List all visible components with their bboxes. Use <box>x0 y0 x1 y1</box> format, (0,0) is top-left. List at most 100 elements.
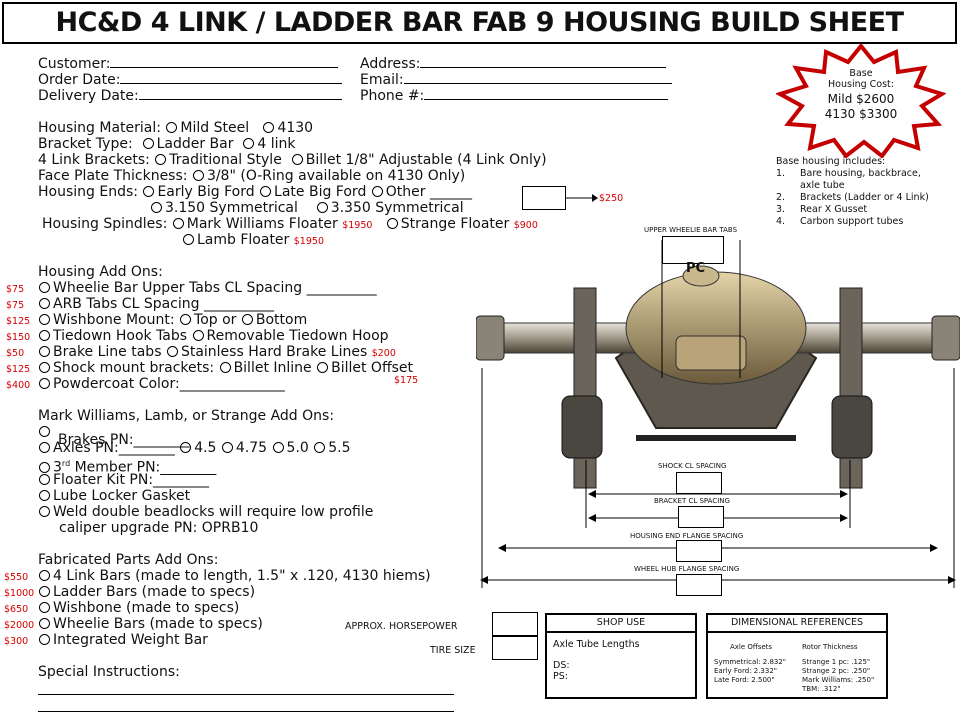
customer-field[interactable]: Customer: <box>38 56 339 72</box>
radio-axle-50[interactable] <box>272 442 284 453</box>
checkbox-wheelie-bars[interactable] <box>39 618 50 629</box>
address-field[interactable]: Address: <box>360 56 667 72</box>
hp-label: APPROX. HORSEPOWER <box>345 621 458 632</box>
radio-strange-floater[interactable] <box>386 218 398 229</box>
checkbox-shock-mounts[interactable] <box>39 362 50 373</box>
housing-photo <box>476 240 960 588</box>
bracket-label: BRACKET CL SPACING <box>654 497 730 505</box>
checkbox-removable-hoop[interactable] <box>192 330 204 341</box>
checkbox-brake-line-tabs[interactable] <box>39 346 50 357</box>
radio-lamb-floater[interactable] <box>183 234 194 245</box>
mw-lube-locker-row: Lube Locker Gasket <box>38 488 190 504</box>
shop-use-heading: SHOP USE <box>547 615 695 633</box>
ends-price: $250 <box>599 193 624 204</box>
axle-tube-label: Axle Tube Lengths <box>553 639 640 650</box>
four-link-brackets-row: 4 Link Brackets: Traditional Style Bille… <box>38 152 547 168</box>
list-item: 3.Rear X Gusset <box>776 204 868 215</box>
checkbox-lube-locker[interactable] <box>39 490 50 501</box>
housing-material-row: Housing Material: Mild Steel 4130 <box>38 120 314 136</box>
checkbox-wishbone[interactable] <box>39 602 50 613</box>
mw-floater-kit-row: Floater Kit PN:________ <box>38 472 209 488</box>
radio-4130[interactable] <box>263 122 275 133</box>
billet-offset-price: $175 <box>394 375 419 386</box>
checkbox-4link-bars[interactable] <box>39 570 50 581</box>
checkbox-brakes[interactable] <box>39 426 50 437</box>
phone-field[interactable]: Phone #: <box>360 88 669 104</box>
radio-3350-sym[interactable] <box>316 202 328 213</box>
ends-flange-input[interactable] <box>676 540 722 562</box>
tire-label: TIRE SIZE <box>430 645 476 656</box>
radio-traditional[interactable] <box>155 154 167 165</box>
special-instructions-label: Special Instructions: <box>38 664 180 680</box>
checkbox-axles[interactable] <box>39 442 50 453</box>
radio-billet-offset[interactable] <box>317 362 329 373</box>
list-item: 4.Carbon support tubes <box>776 216 904 227</box>
tire-input[interactable] <box>492 636 538 660</box>
special-line-1[interactable] <box>38 694 454 695</box>
checkbox-weight-bar[interactable] <box>39 634 50 645</box>
radio-wishbone-bottom[interactable] <box>241 314 253 325</box>
order-date-field[interactable]: Order Date: <box>38 72 343 88</box>
list-item: axle tube <box>800 180 845 191</box>
radio-axle-45[interactable] <box>180 442 192 453</box>
mw-brakes-row: Brakes PN:________ <box>38 424 190 456</box>
page-title: HC&D 4 LINK / LADDER BAR FAB 9 HOUSING B… <box>2 2 957 44</box>
radio-early-big-ford[interactable] <box>143 186 155 197</box>
other-ends-input[interactable] <box>522 186 566 210</box>
mw-weld-row-2: caliper upgrade PN: OPRB10 <box>59 520 259 536</box>
radio-billet-adjustable[interactable] <box>291 154 303 165</box>
checkbox-powdercoat[interactable] <box>39 378 50 389</box>
hp-input[interactable] <box>492 612 538 636</box>
radio-wishbone-top[interactable] <box>180 314 192 325</box>
checkbox-wishbone-mount[interactable] <box>39 314 50 325</box>
lamb-row: Lamb Floater $1950 <box>182 232 324 250</box>
checkbox-arb-tabs[interactable] <box>39 298 50 309</box>
radio-ladder-bar[interactable] <box>142 138 154 149</box>
mw-weld-row: Weld double beadlocks will require low p… <box>38 504 373 520</box>
radio-axle-475[interactable] <box>221 442 233 453</box>
mw-third-member-row: 3rd Member PN:________ <box>38 456 216 476</box>
hub-flange-input[interactable] <box>676 574 722 596</box>
radio-faceplate[interactable] <box>192 170 204 181</box>
dims-heading: DIMENSIONAL REFERENCES <box>708 615 886 633</box>
base-cost-starburst <box>776 44 946 158</box>
list-item: 2.Brackets (Ladder or 4 Link) <box>776 192 929 203</box>
radio-late-big-ford[interactable] <box>260 186 272 197</box>
checkbox-weld-beadlocks[interactable] <box>39 506 50 517</box>
base-includes: Base housing includes: 1.Bare housing, b… <box>776 156 929 227</box>
spindles-row: Housing Spindles: Mark Williams Floater … <box>42 216 538 232</box>
checkbox-tiedown-tabs[interactable] <box>39 330 50 341</box>
special-line-2[interactable] <box>38 711 454 712</box>
dims-panel: DIMENSIONAL REFERENCES Axle Offsets Symm… <box>706 613 888 699</box>
radio-other[interactable] <box>371 186 383 197</box>
mw-heading: Mark Williams, Lamb, or Strange Add Ons: <box>38 408 335 424</box>
radio-axle-55[interactable] <box>314 442 326 453</box>
delivery-date-field[interactable]: Delivery Date: <box>38 88 342 104</box>
radio-billet-inline[interactable] <box>219 362 231 373</box>
checkbox-stainless-lines[interactable] <box>166 346 178 357</box>
checkbox-ladder-bars[interactable] <box>39 586 50 597</box>
radio-4-link[interactable] <box>243 138 255 149</box>
symmetrical-row: 3.150 Symmetrical 3.350 Symmetrical <box>150 200 464 216</box>
radio-3150-sym[interactable] <box>151 202 162 213</box>
bracket-input[interactable] <box>678 506 724 528</box>
radio-mw-floater[interactable] <box>172 218 184 229</box>
hub-flange-label: WHEEL HUB FLANGE SPACING <box>634 565 740 573</box>
email-field[interactable]: Email: <box>360 72 672 88</box>
checkbox-floater-kit[interactable] <box>39 474 50 485</box>
radio-mild-steel[interactable] <box>166 122 178 133</box>
upper-tabs-input[interactable] <box>662 236 724 264</box>
list-item: 1.Bare housing, backbrace, <box>776 168 921 179</box>
checkbox-wheelie-tabs[interactable] <box>39 282 50 293</box>
checkbox-third-member[interactable] <box>39 461 50 473</box>
shock-input[interactable] <box>676 472 722 494</box>
shop-use-panel: SHOP USE Axle Tube Lengths DS: PS: <box>545 613 697 699</box>
base-cost-text: Base Housing Cost: <box>828 68 894 90</box>
